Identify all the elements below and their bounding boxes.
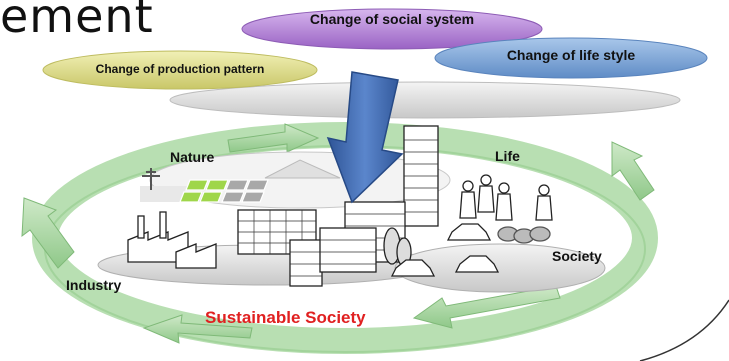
city-buildings-illustration [127,125,553,287]
industry-label: Industry [66,277,122,293]
cycle-arrow-left [21,197,75,269]
cycle-arrow-bottom-left [142,314,253,344]
nature-label: Nature [170,149,215,165]
main-down-arrow [326,71,404,204]
driver-production-label: Change of production pattern [95,62,265,76]
driver-social-label: Change of social system [309,11,475,27]
society-label: Society [552,248,602,264]
corner-curve [639,299,729,361]
driver-base-disc [169,81,681,119]
title-fragment: ement [0,0,154,43]
driver-lifestyle-disc [434,37,708,79]
cycle-arrow-top [227,123,320,153]
cycle-arrow-right [611,141,655,201]
center-label: Sustainable Society [205,308,366,327]
driver-lifestyle-label: Change of life style [506,47,636,63]
life-label: Life [495,148,520,164]
society-platform [394,243,606,293]
driver-social-disc [241,8,543,50]
nature-fields-illustration [140,159,341,203]
driver-production-disc [42,50,318,90]
